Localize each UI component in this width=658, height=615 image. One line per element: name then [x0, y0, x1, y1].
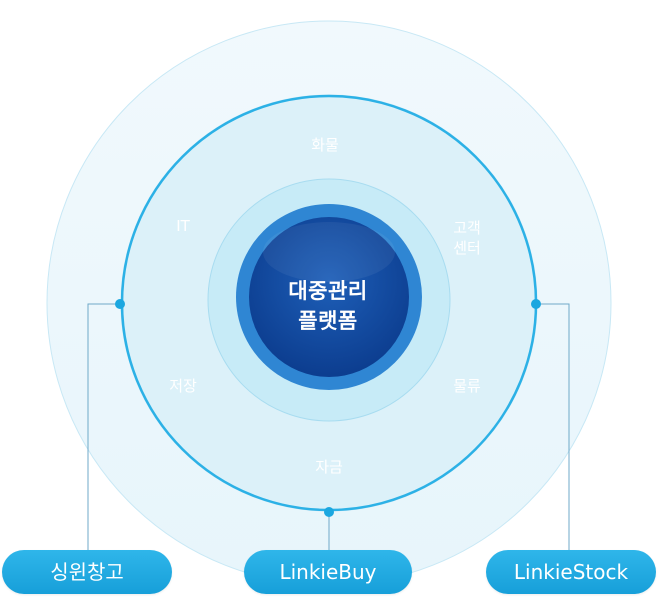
ring-label-customer-line2: 센터	[453, 239, 481, 257]
ring-label-funds: 자금	[315, 458, 343, 476]
connector-left	[87, 303, 120, 552]
node-button-linkiebuy[interactable]: LinkieBuy	[244, 550, 412, 594]
center-title-line2: 플랫폼	[298, 309, 358, 333]
ring-label-storage: 저장	[169, 377, 197, 395]
ring-label-logistics: 물류	[453, 377, 481, 395]
node-button-singwin[interactable]: 싱윈창고	[2, 550, 172, 594]
node-button-linkiestock[interactable]: LinkieStock	[486, 550, 656, 594]
connector-dot-left	[115, 299, 125, 309]
core-highlight	[263, 222, 395, 282]
connector-dot-middle	[324, 507, 334, 517]
ring-label-customer-line1: 고객	[453, 219, 481, 237]
ring-label-cargo: 화물	[311, 136, 339, 154]
center-title-line1: 대중관리	[288, 279, 368, 303]
core-circle	[249, 217, 409, 377]
connector-dot-right	[531, 299, 541, 309]
connector-right	[536, 303, 570, 552]
ring-label-it: IT	[176, 217, 190, 235]
